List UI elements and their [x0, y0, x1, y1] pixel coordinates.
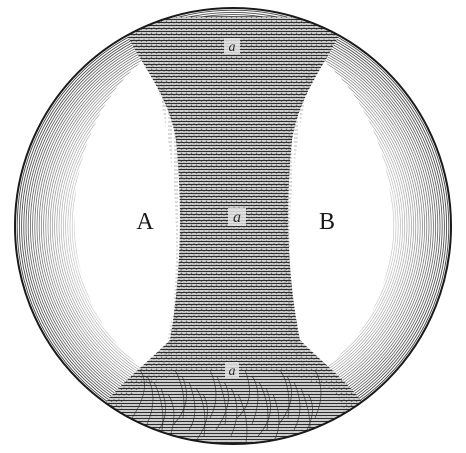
swirl-stroke [215, 381, 229, 431]
swirl-stroke [174, 369, 185, 419]
swirl-stroke [236, 369, 250, 419]
bottom-swirl-shading [123, 370, 343, 444]
swirl-stroke [237, 393, 248, 443]
swirl-stroke [279, 369, 290, 419]
central-band-stipple [86, 16, 380, 444]
swirl-stroke [188, 381, 196, 431]
swirl-stroke [272, 393, 280, 443]
swirl-stroke [230, 387, 238, 437]
left-white-lune [74, 55, 177, 380]
label-b-region: B [319, 209, 335, 235]
label-top-a: a [229, 40, 236, 55]
swirl-stroke [173, 375, 187, 425]
swirl-stroke [194, 393, 208, 443]
swirl-stroke [216, 375, 227, 425]
swirl-stroke [314, 369, 322, 419]
swirl-stroke [257, 387, 271, 437]
swirl-stroke [278, 375, 292, 425]
swirl-stroke [131, 369, 145, 419]
label-a-region: A [136, 209, 154, 235]
swirl-stroke [209, 369, 217, 419]
sphere-outline [14, 7, 452, 445]
swirl-stroke [258, 381, 269, 431]
swirl-stroke [146, 375, 154, 425]
label-center-a: a [233, 209, 241, 226]
swirl-stroke [251, 375, 259, 425]
band-transition-right [282, 60, 316, 370]
swirl-stroke [293, 381, 301, 431]
band-transition-left [150, 60, 184, 370]
label-bottom-a: a [229, 364, 236, 379]
right-white-lune [289, 55, 393, 380]
swirl-stroke [195, 387, 206, 437]
bottom-swirl-strokes [131, 369, 322, 443]
swirl-stroke [153, 381, 164, 431]
